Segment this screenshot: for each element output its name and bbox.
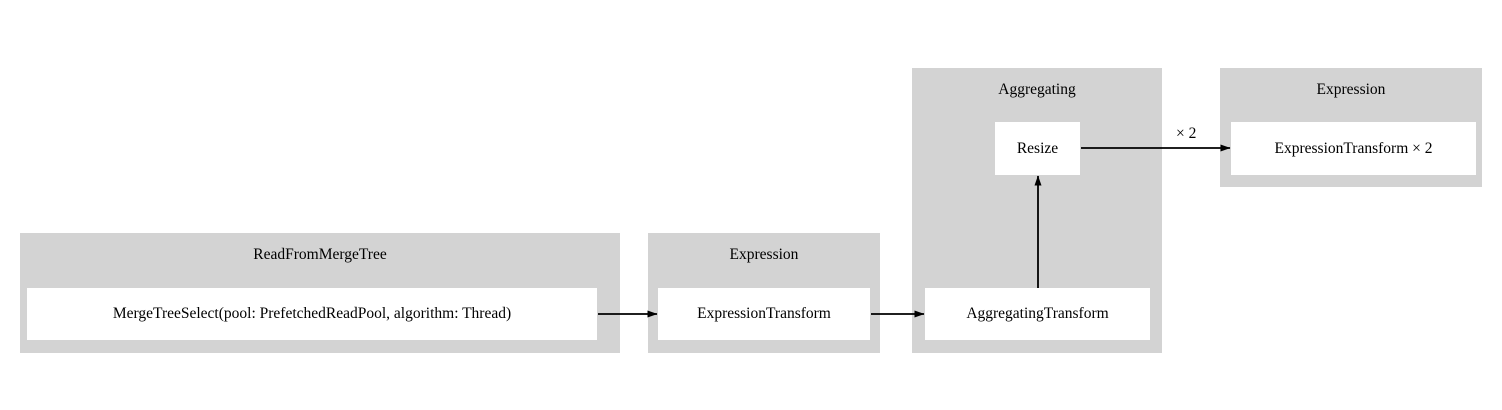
node-expression-transform-2[interactable]: ExpressionTransform × 2 (1231, 122, 1476, 175)
node-resize[interactable]: Resize (995, 122, 1080, 175)
node-label-merge-tree-select: MergeTreeSelect(pool: PrefetchedReadPool… (112, 305, 512, 323)
node-expression-transform-1[interactable]: ExpressionTransform (658, 288, 870, 340)
cluster-title-expression-2: Expression (1316, 81, 1386, 98)
cluster-title-expression-1: Expression (729, 246, 799, 263)
cluster-title-aggregating: Aggregating (998, 81, 1076, 98)
node-label-aggregating-transform: AggregatingTransform (966, 305, 1109, 323)
node-aggregating-transform[interactable]: AggregatingTransform (925, 288, 1150, 340)
node-merge-tree-select[interactable]: MergeTreeSelect(pool: PrefetchedReadPool… (27, 288, 597, 340)
node-label-expression-transform-1: ExpressionTransform (697, 305, 831, 323)
node-label-resize: Resize (1016, 139, 1059, 157)
edge-label-resize-to-expressiontransform2: × 2 (1176, 125, 1197, 142)
cluster-title-read-from-merge-tree: ReadFromMergeTree (253, 246, 387, 263)
node-label-expression-transform-2: ExpressionTransform × 2 (1274, 139, 1433, 157)
